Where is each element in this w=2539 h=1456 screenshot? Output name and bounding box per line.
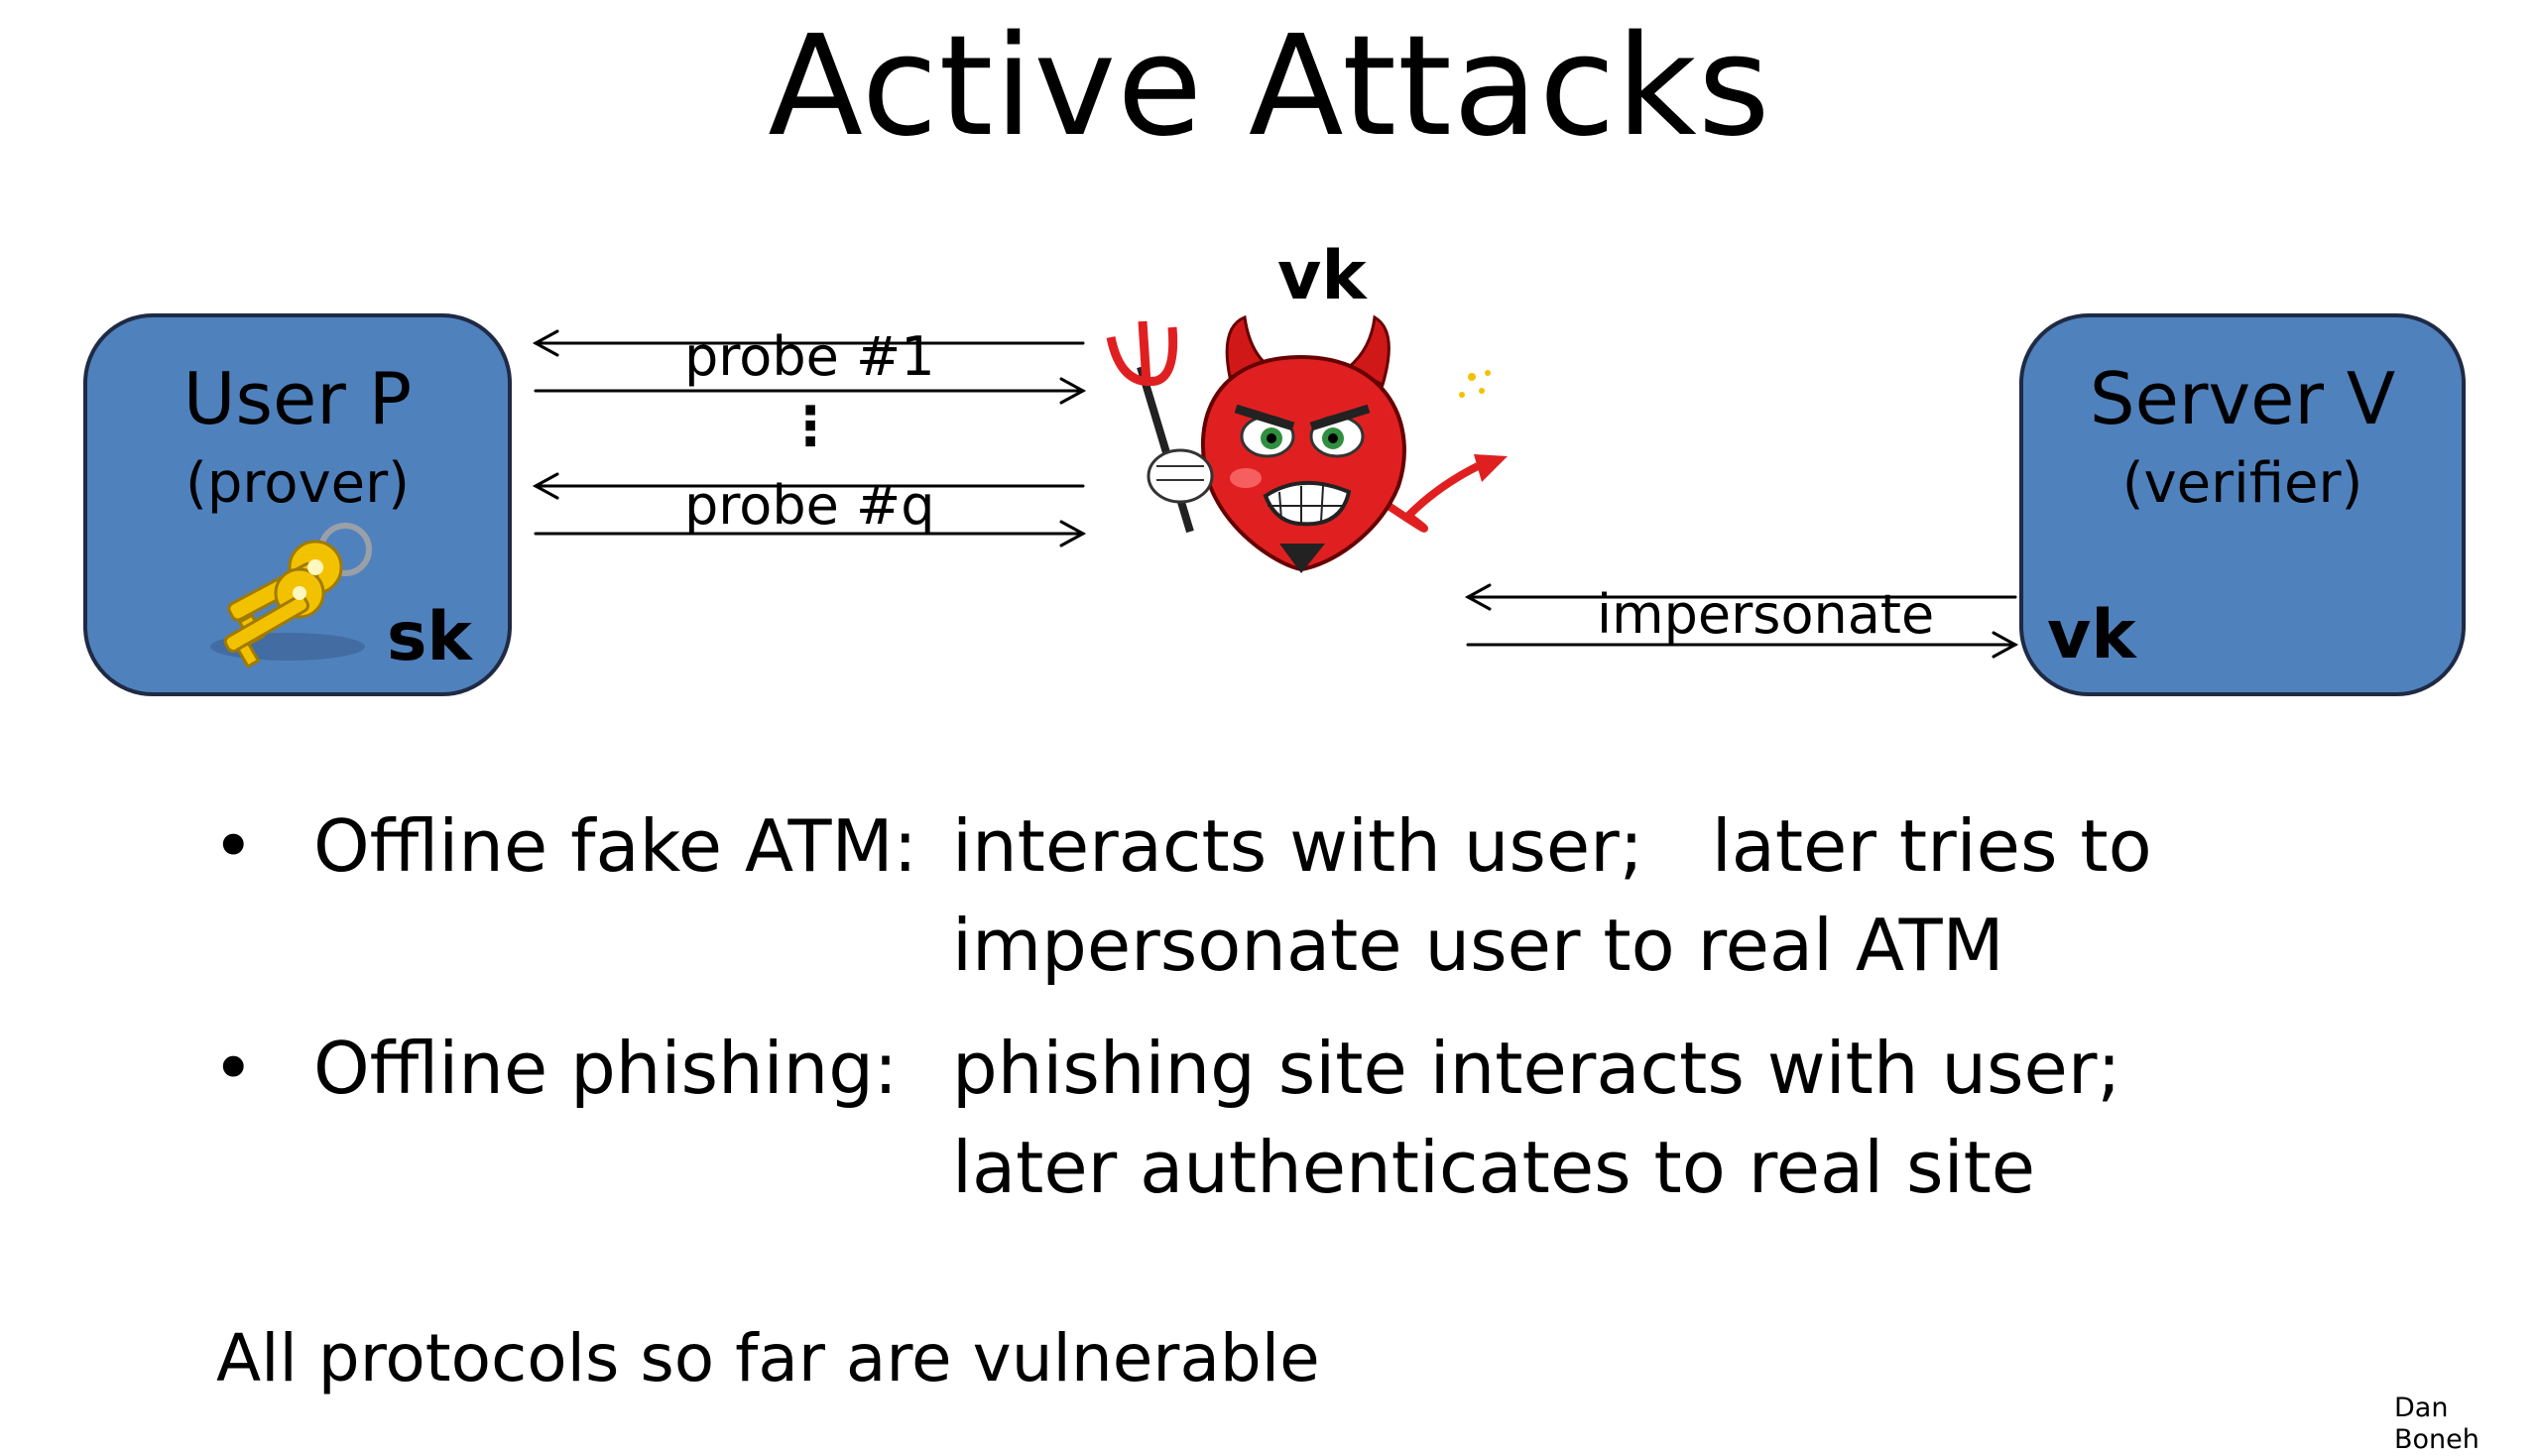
bullet-marker: •: [212, 801, 254, 891]
conclusion-text: All protocols so far are vulnerable: [216, 1319, 1320, 1398]
bullet-item: • Offline fake ATM: interacts with user;…: [212, 801, 2295, 1000]
bullet-description-line2: later authenticates to real site: [952, 1123, 2035, 1212]
bullet-description-line1: interacts with user; later tries to: [952, 801, 2152, 891]
bullet-description-line1: phishing site interacts with user;: [952, 1024, 2121, 1113]
devil-adversary-icon: [1081, 298, 1517, 585]
probe-ellipsis: ⋮: [784, 397, 837, 456]
bullet-term: Offline phishing:: [313, 1024, 898, 1113]
impersonate-label: impersonate: [1597, 585, 1934, 645]
bullet-item: • Offline phishing: phishing site intera…: [212, 1024, 2295, 1222]
author-credit: Dan Boneh: [2394, 1393, 2539, 1456]
probe-first-label: probe #1: [684, 327, 935, 387]
probe-last-label: probe #q: [684, 476, 935, 536]
bullet-description-line2: impersonate user to real ATM: [952, 901, 2004, 990]
bullet-marker: •: [212, 1024, 254, 1113]
bullet-term: Offline fake ATM:: [313, 801, 917, 891]
